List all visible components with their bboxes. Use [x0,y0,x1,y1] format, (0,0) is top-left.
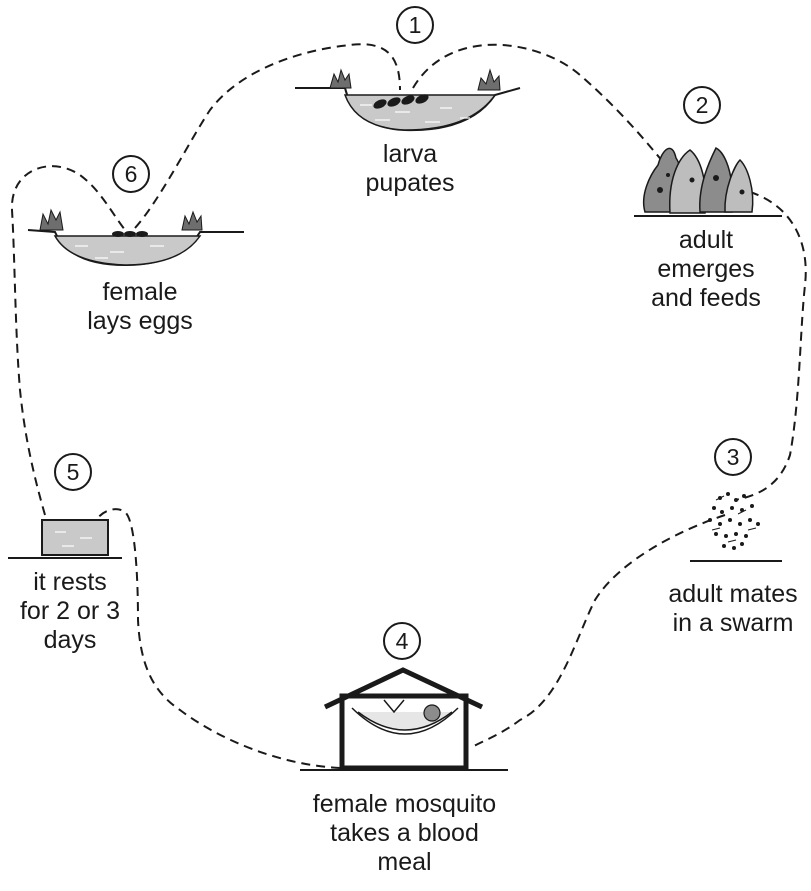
pond-with-pupae-icon [295,70,520,130]
trees-icon [634,148,782,216]
pond-with-eggs-icon [28,210,244,265]
path-6-to-1 [135,44,400,228]
stage-1-number: 1 [396,6,434,44]
stage-3-number: 3 [714,438,752,476]
water-container-icon [8,520,122,558]
mosquito-swarm-icon [690,492,782,561]
stage-6-number: 6 [112,155,150,193]
stage-2-number: 2 [683,86,721,124]
house-with-hammock-icon [300,670,508,770]
stage-5-number: 5 [54,453,92,491]
stage-4-number: 4 [383,622,421,660]
